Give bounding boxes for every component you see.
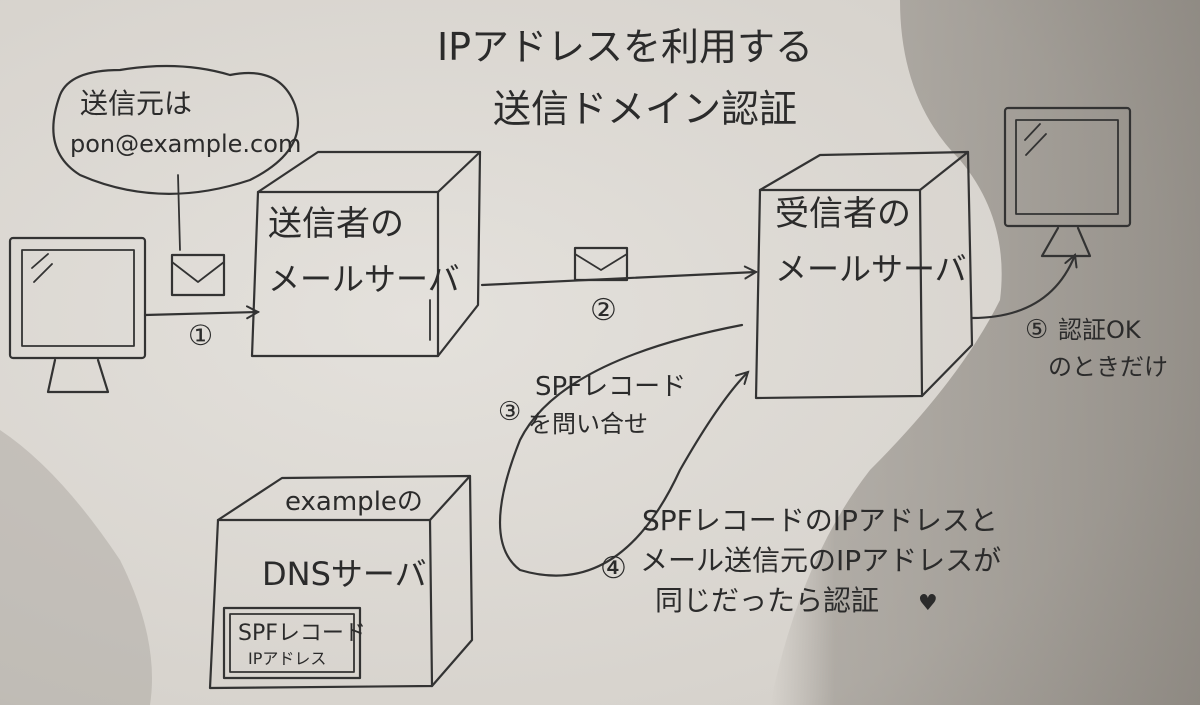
corner-shadow — [0, 430, 152, 705]
arrow-step-3-4-loop — [499, 323, 748, 577]
step-4-line-2: メール送信元のIPアドレスが — [640, 544, 1001, 577]
spf-record-label: SPFレコード — [238, 621, 366, 646]
receiver-server-box: 受信者の メールサーバ — [754, 150, 974, 400]
sender-server-box: 送信者の メールサーバ — [250, 150, 482, 358]
heart-icon: ♥ — [918, 591, 938, 616]
step-5-number: ⑤ — [1025, 315, 1048, 345]
step-4-line-1: SPFレコードのIPアドレスと — [642, 504, 998, 537]
step-5-line-2: のときだけ — [1048, 353, 1168, 381]
receiver-server-line-1: 受信者の — [775, 194, 911, 234]
envelope-icon-1 — [170, 253, 226, 297]
sender-server-line-2: メールサーバ — [268, 260, 460, 298]
hand-shadow — [770, 0, 1200, 705]
sender-monitor-icon — [8, 236, 147, 394]
dns-server-line-1: exampleの — [285, 487, 423, 517]
arrow-step-1 — [143, 312, 258, 315]
step-3-number: ③ — [498, 397, 521, 427]
step-3-line-2: を問い合せ — [528, 410, 648, 438]
spf-record-sub: IPアドレス — [248, 649, 326, 668]
step-3-line-1: SPFレコード — [535, 372, 686, 402]
step-1-label: ① — [188, 319, 213, 352]
receiver-server-line-2: メールサーバ — [775, 250, 967, 288]
bubble-line-2: pon@example.com — [70, 130, 301, 158]
step-2-label: ② — [590, 293, 617, 328]
spf-record-card: SPFレコード IPアドレス — [222, 606, 366, 680]
title-line-1: IPアドレスを利用する — [437, 25, 813, 69]
arrow-step-5 — [970, 255, 1075, 320]
step-4-line-3: 同じだったら認証 — [655, 584, 879, 617]
dns-server-box: exampleの DNSサーバ SPFレコード IPアドレス — [208, 474, 474, 690]
title-line-2: 送信ドメイン認証 — [493, 87, 797, 131]
step-5-line-1: 認証OK — [1058, 316, 1142, 344]
arrow-step-2 — [480, 272, 756, 287]
dns-server-line-2: DNSサーバ — [262, 555, 427, 593]
receiver-monitor-icon — [1003, 106, 1132, 258]
sender-speech-bubble: 送信元は pon@example.com — [52, 64, 301, 251]
sender-server-line-1: 送信者の — [268, 204, 404, 244]
step-4-number: ④ — [600, 551, 627, 586]
bubble-line-1: 送信元は — [80, 87, 192, 120]
